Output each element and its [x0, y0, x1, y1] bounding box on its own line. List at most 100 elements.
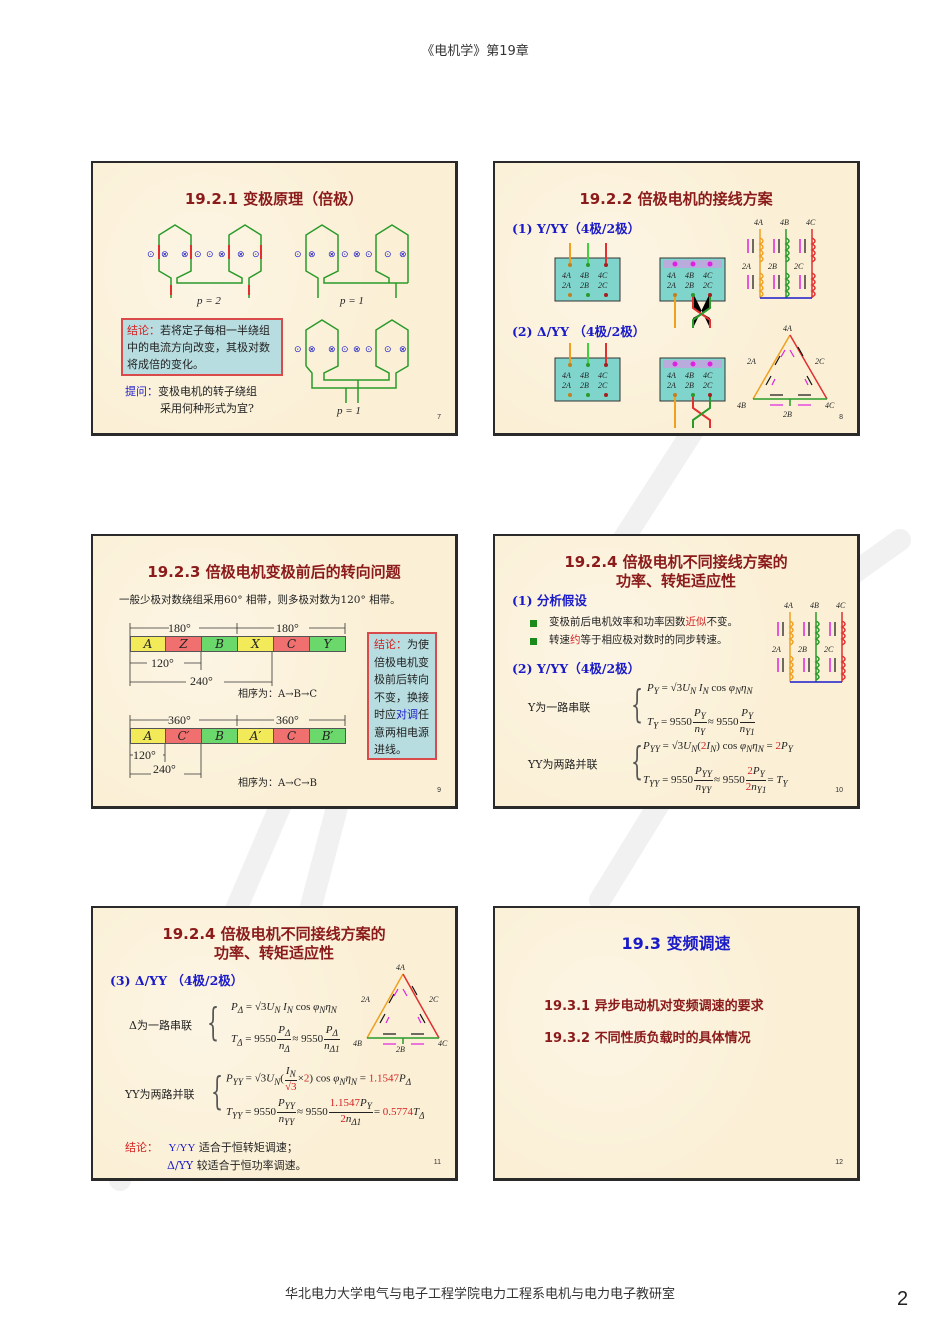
case-yy-label: YY为两路并联	[528, 758, 598, 771]
svg-text:2A: 2A	[772, 645, 781, 654]
brace: {	[631, 682, 644, 726]
phase-band-2: A C′ B A′ C B′	[130, 728, 346, 744]
phase-sequence-2: 相序为：A→C→B	[238, 778, 317, 789]
svg-text:⊙: ⊙	[384, 344, 392, 354]
svg-text:2C: 2C	[429, 995, 439, 1004]
svg-text:4C: 4C	[438, 1039, 448, 1048]
span-label: 180°	[276, 621, 299, 635]
phase-band-1: A Z B X C Y	[130, 636, 346, 652]
conclusion-box: 结论：为使倍极电机变极前后转向不变，换接时应对调任意两相电源进线。	[367, 632, 437, 760]
svg-text:4C: 4C	[703, 371, 713, 380]
case-delta-label: Δ为一路串联	[129, 1019, 192, 1032]
svg-text:⊗: ⊗	[181, 249, 189, 259]
slide-number: 10	[835, 787, 843, 794]
brace: {	[207, 1000, 220, 1044]
svg-text:2C: 2C	[794, 262, 804, 271]
intro-text: 一般少极对数绕组采用60° 相带，则多极对数为120° 相带。	[119, 594, 401, 606]
dim-120: 120°	[151, 656, 174, 670]
svg-text:2B: 2B	[685, 281, 694, 290]
slide-number: 7	[437, 414, 441, 421]
svg-text:4A: 4A	[396, 963, 405, 972]
slide-title: 19.2.3 倍极电机变极前后的转向问题	[147, 563, 401, 581]
svg-text:4B: 4B	[580, 271, 589, 280]
svg-text:4A: 4A	[784, 601, 793, 610]
svg-text:⊗: ⊗	[308, 344, 316, 354]
heading-assumptions: (1) 分析假设	[512, 593, 587, 608]
svg-text:2B: 2B	[783, 410, 792, 419]
svg-text:4C: 4C	[598, 271, 608, 280]
heading-y-yy: (2) Y/YY（4极/2极）	[512, 661, 641, 676]
bullet-2: 转速约等于相应极对数时的同步转速。	[549, 634, 728, 646]
svg-text:2C: 2C	[703, 281, 713, 290]
svg-text:⊗: ⊗	[328, 249, 336, 259]
conclusion-label: 结论：	[127, 324, 160, 337]
svg-text:2A: 2A	[562, 381, 571, 390]
svg-text:2C: 2C	[824, 645, 834, 654]
slide-number: 12	[835, 1159, 843, 1166]
bullet-1: 变极前后电机效率和功率因数近似不变。	[549, 616, 738, 628]
section-item: 19.3.2 不同性质负载时的具体情况	[544, 1031, 751, 1046]
svg-text:⊙: ⊙	[294, 344, 302, 354]
section-item: 19.3.1 异步电动机对变频调速的要求	[544, 999, 764, 1014]
winding-diagram-p2: ⊙⊗⊗⊙ ⊙⊗⊗⊙	[147, 224, 262, 298]
dim-240: 240°	[190, 674, 213, 688]
slide-title: 19.2.2 倍极电机的接线方案	[579, 190, 773, 208]
heading-delta-yy: (2) Δ/YY （4极/2极）	[512, 324, 646, 339]
brace: {	[631, 739, 644, 783]
slide-12: 19.3 变频调速 19.3.1 异步电动机对变频调速的要求 19.3.2 不同…	[493, 906, 860, 1181]
label-p2: p = 2	[197, 295, 221, 307]
slide-10: 19.2.4 倍极电机不同接线方案的 功率、转矩适应性 (1) 分析假设 变极前…	[493, 534, 860, 809]
page-footer: 华北电力大学电气与电子工程学院电力工程系电机与电力电子教研室	[285, 1287, 676, 1302]
dim-240: 240°	[153, 762, 176, 776]
svg-text:⊙: ⊙	[384, 249, 392, 259]
svg-text:⊗: ⊗	[308, 249, 316, 259]
svg-text:4C: 4C	[806, 218, 816, 227]
svg-text:⊗: ⊗	[399, 249, 407, 259]
page-number: 2	[897, 1288, 909, 1310]
span-label: 360°	[168, 713, 191, 727]
svg-text:4C: 4C	[836, 601, 846, 610]
svg-text:⊗: ⊗	[328, 344, 336, 354]
span-label: 180°	[168, 621, 191, 635]
winding-diagram-p1-a: ⊙⊗⊗⊙ ⊗⊙⊙⊗	[294, 224, 409, 298]
svg-text:4A: 4A	[754, 218, 763, 227]
svg-text:2A: 2A	[747, 357, 756, 366]
svg-text:2A: 2A	[742, 262, 751, 271]
svg-text:2C: 2C	[598, 381, 608, 390]
heading-y-yy: (1) Y/YY（4极/2极）	[512, 221, 641, 236]
svg-text:4B: 4B	[810, 601, 819, 610]
slide-9: 19.2.3 倍极电机变极前后的转向问题 一般少极对数绕组采用60° 相带，则多…	[91, 534, 458, 809]
formula-pyy: PYY = √3UN(IN√3×2) cos φNηN = 1.1547PΔ	[226, 1065, 412, 1094]
slide-title-line1: 19.2.4 倍极电机不同接线方案的	[564, 553, 788, 571]
svg-text:2B: 2B	[685, 381, 694, 390]
svg-text:⊙: ⊙	[294, 249, 302, 259]
svg-text:4A: 4A	[783, 324, 792, 333]
slide-number: 11	[433, 1159, 441, 1166]
svg-text:2C: 2C	[598, 281, 608, 290]
svg-text:⊙: ⊙	[206, 249, 214, 259]
label-p1-b: p = 1	[337, 405, 361, 417]
formula-pdelta: PΔ = √3UN IN cos φNηN	[231, 1001, 337, 1016]
svg-text:2B: 2B	[580, 381, 589, 390]
dim-120: 120°	[133, 748, 156, 762]
svg-text:4C: 4C	[825, 401, 835, 410]
dimension-lines-1	[129, 623, 346, 686]
svg-text:2A: 2A	[562, 281, 571, 290]
svg-text:⊙: ⊙	[252, 249, 260, 259]
svg-text:4A: 4A	[562, 371, 571, 380]
slide-title: 19.3 变频调速	[621, 934, 731, 953]
heading-delta-yy: (3) Δ/YY （4极/2极）	[110, 973, 244, 988]
svg-text:2A: 2A	[667, 281, 676, 290]
svg-text:⊙: ⊙	[341, 249, 349, 259]
svg-text:2B: 2B	[396, 1045, 405, 1054]
svg-text:4B: 4B	[685, 371, 694, 380]
bullet-icon	[530, 620, 537, 627]
svg-text:4C: 4C	[703, 271, 713, 280]
svg-text:4B: 4B	[353, 1039, 362, 1048]
svg-text:⊗: ⊗	[353, 344, 361, 354]
svg-text:2B: 2B	[580, 281, 589, 290]
